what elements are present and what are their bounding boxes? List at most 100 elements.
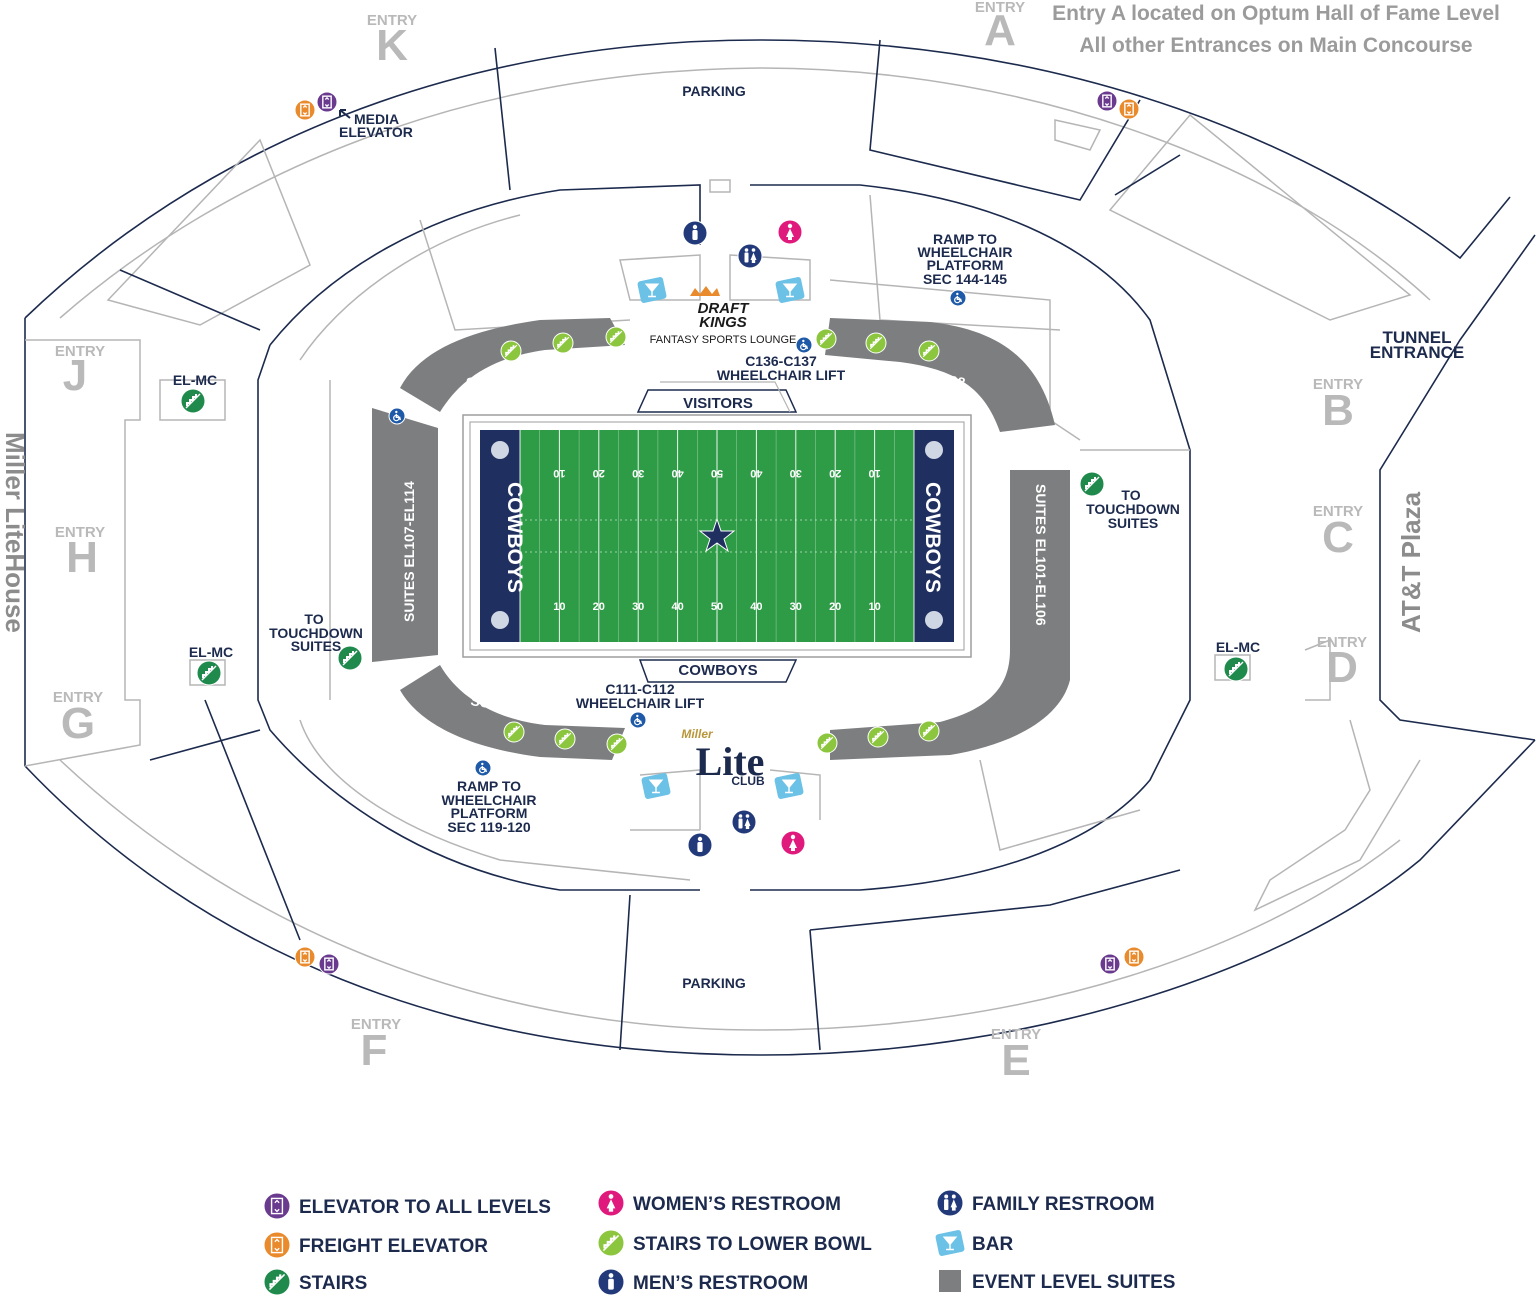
womens-restroom-icon xyxy=(777,219,803,245)
wheelchair-icon xyxy=(629,711,647,729)
elevator-icon xyxy=(263,1192,291,1220)
yard-number: 40 xyxy=(750,467,762,479)
entry-letter-a: A xyxy=(984,6,1016,55)
lower-bowl-stairs-icon xyxy=(867,726,889,748)
suite-band-right xyxy=(830,470,1070,760)
freight-elevator-icon xyxy=(294,946,316,968)
draftkings-subtitle: FANTASY SPORTS LOUNGE xyxy=(650,334,797,346)
suite-band-left xyxy=(372,408,438,662)
family-restroom-icon xyxy=(936,1189,964,1217)
yard-number: 10 xyxy=(553,467,565,479)
td-right-3: SUITES xyxy=(1108,515,1159,531)
elevator-icon xyxy=(1099,953,1121,975)
legend-item-family-restroom: FAMILY RESTROOM xyxy=(936,1189,1155,1217)
legend-label: FAMILY RESTROOM xyxy=(972,1194,1155,1215)
bar-icon xyxy=(774,773,804,799)
mens-restroom-icon xyxy=(687,832,713,858)
legend-label: STAIRS xyxy=(299,1273,367,1294)
helmet-icon xyxy=(925,441,943,459)
lower-bowl-stairs-icon xyxy=(503,721,525,743)
legend-item-elevator: ELEVATOR TO ALL LEVELS xyxy=(263,1192,551,1220)
legend-label: BAR xyxy=(972,1234,1013,1255)
legend-label: WOMEN’S RESTROOM xyxy=(633,1194,841,1215)
suite-label-left: SUITES EL107-EL114 xyxy=(401,481,417,622)
bar-icon xyxy=(775,277,805,303)
elmc-left-top: EL-MC xyxy=(173,372,217,388)
lower-bowl-stairs-icon xyxy=(605,326,627,348)
stairs-icon xyxy=(1223,656,1249,682)
entry-label-e: ENTRY xyxy=(991,1026,1041,1043)
legend-item-suite: EVENT LEVEL SUITES xyxy=(939,1270,1175,1293)
yard-number: 30 xyxy=(632,601,644,613)
freight-elevator-icon xyxy=(294,99,316,121)
lower-bowl-stairs-icon xyxy=(918,720,940,742)
entry-label-h: ENTRY xyxy=(55,524,105,541)
mens-restroom-icon xyxy=(682,220,708,246)
stairs-icon xyxy=(263,1268,291,1296)
td-left-2: TOUCHDOWN xyxy=(269,625,363,641)
tunnel-entrance-1: TUNNEL xyxy=(1383,328,1452,347)
legend-label: FREIGHT ELEVATOR xyxy=(299,1236,488,1257)
entry-letter-d: D xyxy=(1326,643,1358,692)
freight-elevator-icon xyxy=(1118,98,1140,120)
yard-number: 10 xyxy=(868,467,880,479)
crown-icon xyxy=(690,286,720,296)
entry-label-f: ENTRY xyxy=(351,1016,401,1033)
lower-bowl-stairs-icon xyxy=(816,732,838,754)
td-left-1: TO xyxy=(304,611,323,627)
td-left-3: SUITES xyxy=(291,638,342,654)
helmet-icon xyxy=(491,611,509,629)
radial-walls xyxy=(119,39,1181,1051)
entry-letter-k: K xyxy=(376,21,408,70)
outer-walls xyxy=(24,39,1536,1056)
elevator-icon xyxy=(316,91,338,113)
bar-icon xyxy=(637,277,667,303)
womens-restroom-icon xyxy=(780,830,806,856)
yard-number: 40 xyxy=(671,601,683,613)
stairs-icon xyxy=(196,660,222,686)
yard-number: 50 xyxy=(711,601,723,613)
tunnel-entrance-2: ENTRANCE xyxy=(1370,343,1464,362)
suite-label-right: SUITES EL101-EL106 xyxy=(1033,484,1049,626)
lower-bowl-stairs-icon xyxy=(865,332,887,354)
entry-letter-h: H xyxy=(66,533,98,582)
endzone-right xyxy=(914,430,954,642)
lower-bowl-stairs-icon xyxy=(606,733,628,755)
parking-top-label: PARKING xyxy=(682,83,746,99)
helmet-icon xyxy=(925,611,943,629)
bar-icon xyxy=(935,1230,965,1256)
draftkings-logo-2: KINGS xyxy=(699,314,747,331)
lift-top-2: WHEELCHAIR LIFT xyxy=(717,367,846,383)
stairs-icon xyxy=(337,645,363,671)
entry-letter-b: B xyxy=(1322,386,1354,435)
entry-letter-e: E xyxy=(1001,1036,1030,1085)
entry-label-a: ENTRY xyxy=(975,0,1025,16)
freight-elevator-icon xyxy=(1123,946,1145,968)
entry-label-g: ENTRY xyxy=(53,689,103,706)
wheelchair-icon xyxy=(795,336,813,354)
stairs-icon xyxy=(1079,471,1105,497)
wheelchair-icon xyxy=(949,289,967,307)
legend: ELEVATOR TO ALL LEVELS FREIGHT ELEVATOR ST… xyxy=(263,1189,1175,1296)
map-icons xyxy=(180,90,1249,975)
suite-band-top-left xyxy=(400,318,625,412)
legend-item-freight-elevator: FREIGHT ELEVATOR xyxy=(263,1231,488,1259)
endzone-left-text: COWBOYS xyxy=(503,482,526,593)
concourse-walls xyxy=(159,119,1251,891)
yard-number: 30 xyxy=(632,467,644,479)
yard-number: 10 xyxy=(553,601,565,613)
lift-top-1: C136-C137 xyxy=(745,353,817,369)
legend-label: MEN’S RESTROOM xyxy=(633,1273,808,1294)
media-elevator-label-2: ELEVATOR xyxy=(339,124,413,140)
ramp-top-4: SEC 144-145 xyxy=(923,271,1007,287)
ramp-bot-3: PLATFORM xyxy=(451,805,528,821)
miller-script: Miller xyxy=(681,727,714,741)
wheelchair-icon xyxy=(388,407,406,425)
endzone-right-text: COWBOYS xyxy=(921,482,944,593)
cowboys-sideline: COWBOYS xyxy=(678,662,757,679)
legend-item-mens-restroom: MEN’S RESTROOM xyxy=(597,1268,808,1296)
lower-bowl-stairs-icon xyxy=(918,340,940,362)
yard-number: 20 xyxy=(593,467,605,479)
yard-number: 30 xyxy=(790,467,802,479)
